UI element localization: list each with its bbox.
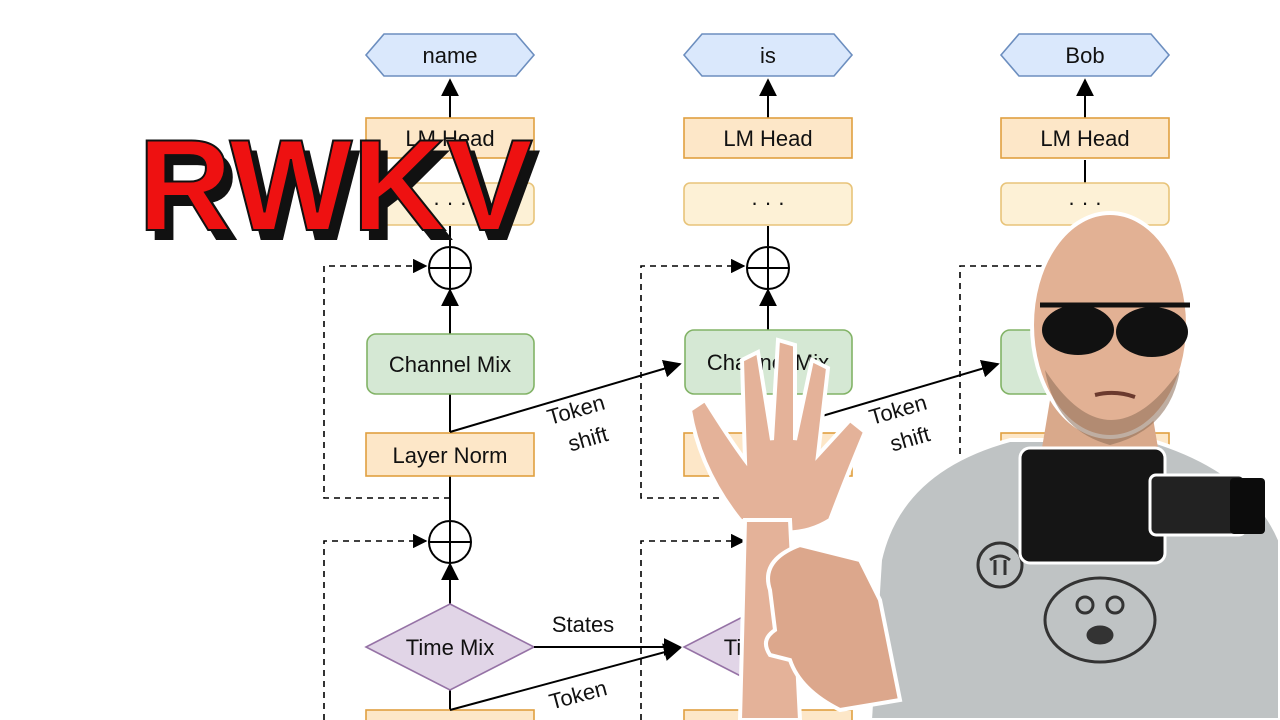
layer-norm-label: Layer Norm bbox=[393, 443, 508, 468]
time-mix-diamond bbox=[364, 603, 536, 691]
lm-head-box bbox=[1000, 117, 1170, 159]
lm-head-label: LM Head bbox=[723, 126, 812, 151]
column-1: name LM Head · · · Channel Mix Layer Nor… bbox=[323, 33, 536, 720]
layer-norm-box bbox=[365, 432, 535, 477]
output-token-label: Bob bbox=[1065, 43, 1104, 68]
token-shift-label: shift bbox=[565, 421, 611, 456]
lm-head-box bbox=[683, 117, 853, 159]
output-token-label: is bbox=[760, 43, 776, 68]
circle-plus-icon bbox=[428, 520, 472, 564]
layer-norm-box bbox=[683, 432, 853, 477]
circle-plus-icon bbox=[428, 246, 472, 290]
token-shift-label: shift bbox=[887, 421, 933, 456]
circle-plus-icon bbox=[746, 246, 790, 290]
time-mix-label: Time Mix bbox=[406, 635, 494, 660]
channel-mix-label: Channel Mix bbox=[707, 350, 829, 375]
layer-norm-box bbox=[1000, 432, 1170, 477]
states-label: States bbox=[552, 612, 614, 637]
column-2: is LM Head · · · Channel Mix Time Mix bbox=[640, 33, 854, 720]
lower-layer-norm-box bbox=[365, 709, 535, 720]
ellipsis-label: · · · bbox=[1068, 190, 1102, 215]
output-token-hexagon bbox=[682, 33, 854, 77]
output-token-hexagon bbox=[999, 33, 1171, 77]
channel-mix-box bbox=[366, 333, 535, 395]
token-shift-connection-1: Token shift bbox=[449, 359, 682, 456]
output-token-hexagon bbox=[364, 33, 536, 77]
lm-head-label: LM Head bbox=[1040, 126, 1129, 151]
channel-mix-box bbox=[1000, 329, 1169, 395]
lm-head-box bbox=[365, 117, 535, 159]
lower-layer-norm-box bbox=[683, 709, 853, 720]
ellipsis-label: · · · bbox=[751, 190, 785, 215]
lm-head-label: LM Head bbox=[405, 126, 494, 151]
channel-mix-label: Channel Mix bbox=[389, 352, 511, 377]
column-3: Bob LM Head · · · bbox=[959, 33, 1171, 498]
time-mix-label: Time Mix bbox=[724, 635, 812, 660]
ellipsis-box bbox=[365, 182, 535, 226]
ellipsis-label: · · · bbox=[433, 190, 467, 215]
output-token-label: name bbox=[422, 43, 477, 68]
states-connection: States bbox=[534, 612, 682, 656]
ellipsis-box bbox=[683, 182, 853, 226]
